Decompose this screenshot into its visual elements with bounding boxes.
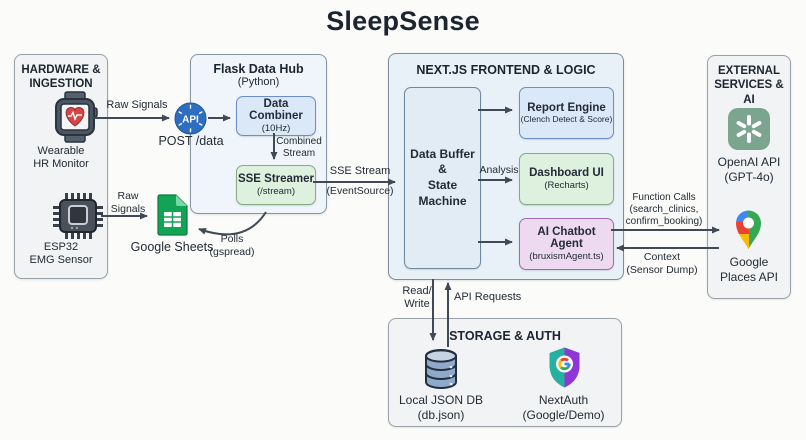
edge-label-sse-stream: SSE Stream [329,165,391,177]
external-panel: EXTERNAL SERVICES & AI OpenAI API (GPT-4… [707,55,791,299]
api-badge-label: API [182,115,199,126]
edge-label-api-requests: API Requests [454,291,522,303]
google-maps-pin-icon [736,210,761,249]
wearable-label: Wearable HR Monitor [33,145,89,171]
places-label: Google Places API [719,255,779,284]
google-sheets-icon [157,194,188,236]
database-icon [425,348,457,390]
sse-streamer-subtitle: (/stream) [257,185,295,197]
report-engine-title: Report Engine [527,101,606,114]
nextauth-shield-icon [549,347,580,388]
sse-streamer-title: SSE Streamer [237,172,315,185]
edge-label-eventsource: (EventSource) [326,185,394,197]
storage-panel: STORAGE & AUTH Local JSON DB (db.json) N… [388,318,622,427]
dashboard-ui-title: Dashboard UI [529,166,604,179]
data-combiner-subtitle: (10Hz) [261,122,291,134]
dashboard-ui-node: Dashboard UI (Recharts) [519,153,614,205]
hardware-panel: HARDWARE & INGESTION Wearable HR Monitor… [14,54,108,279]
dashboard-ui-subtitle: (Recharts) [544,179,589,191]
nextjs-panel-title: NEXT.JS FRONTEND & LOGIC [416,63,596,77]
hardware-panel-title: HARDWARE & INGESTION [21,64,101,91]
storage-panel-title: STORAGE & AUTH [449,329,561,343]
flask-hub-subtitle: (Python) [237,76,280,88]
smartwatch-icon [55,91,98,143]
nextauth-label: NextAuth (Google/Demo) [522,393,605,422]
ai-chatbot-node: AI Chatbot Agent (bruxismAgent.ts) [519,218,614,270]
openai-label: OpenAI API (GPT-4o) [717,155,781,184]
external-panel-title: EXTERNAL SERVICES & AI [714,65,784,106]
ecg-line [68,110,82,121]
ai-chatbot-title: AI Chatbot Agent [537,225,596,251]
local-db-label: Local JSON DB (db.json) [398,393,484,422]
edge-label-context: Context (Sensor Dump) [626,251,698,276]
data-buffer-node: Data Buffer & State Machine [404,87,481,269]
edge-label-combined-stream: Combined Stream [276,136,322,160]
edge-label-analysis: Analysis [479,164,519,176]
edge-label-raw-signals-hr: Raw Signals [106,99,168,111]
openai-icon [728,108,770,150]
edge-label-raw-signals-emg: Raw Signals [110,190,146,215]
sse-streamer-node: SSE Streamer (/stream) [236,165,316,205]
nextjs-panel: NEXT.JS FRONTEND & LOGIC Data Buffer & S… [388,53,624,280]
data-combiner-title: Data Combiner [249,97,303,123]
flask-hub-panel: Flask Data Hub (Python) Data Combiner (1… [190,54,327,214]
data-combiner-node: Data Combiner (10Hz) [236,96,316,136]
api-circle-icon: API [174,102,207,135]
esp32-label: ESP32 EMG Sensor [29,241,93,267]
report-engine-node: Report Engine (Clench Detect & Score) [519,87,614,139]
chip-icon [53,193,103,239]
google-sheets-label: Google Sheets [130,240,214,254]
edge-label-read-write: Read/ Write [402,285,432,311]
edge-polls-curve [198,211,267,236]
edge-label-function-calls: Function Calls (search_clinics, confirm_… [625,192,703,228]
edge-label-polls: Polls (gspread) [209,233,255,258]
flask-hub-title: Flask Data Hub [213,62,304,76]
report-engine-subtitle: (Clench Detect & Score) [520,114,613,125]
post-data-caption: POST /data [158,134,224,148]
ai-chatbot-subtitle: (bruxismAgent.ts) [529,250,604,262]
data-buffer-label: Data Buffer & State Machine [410,146,475,208]
page-title: SleepSense [326,6,480,36]
